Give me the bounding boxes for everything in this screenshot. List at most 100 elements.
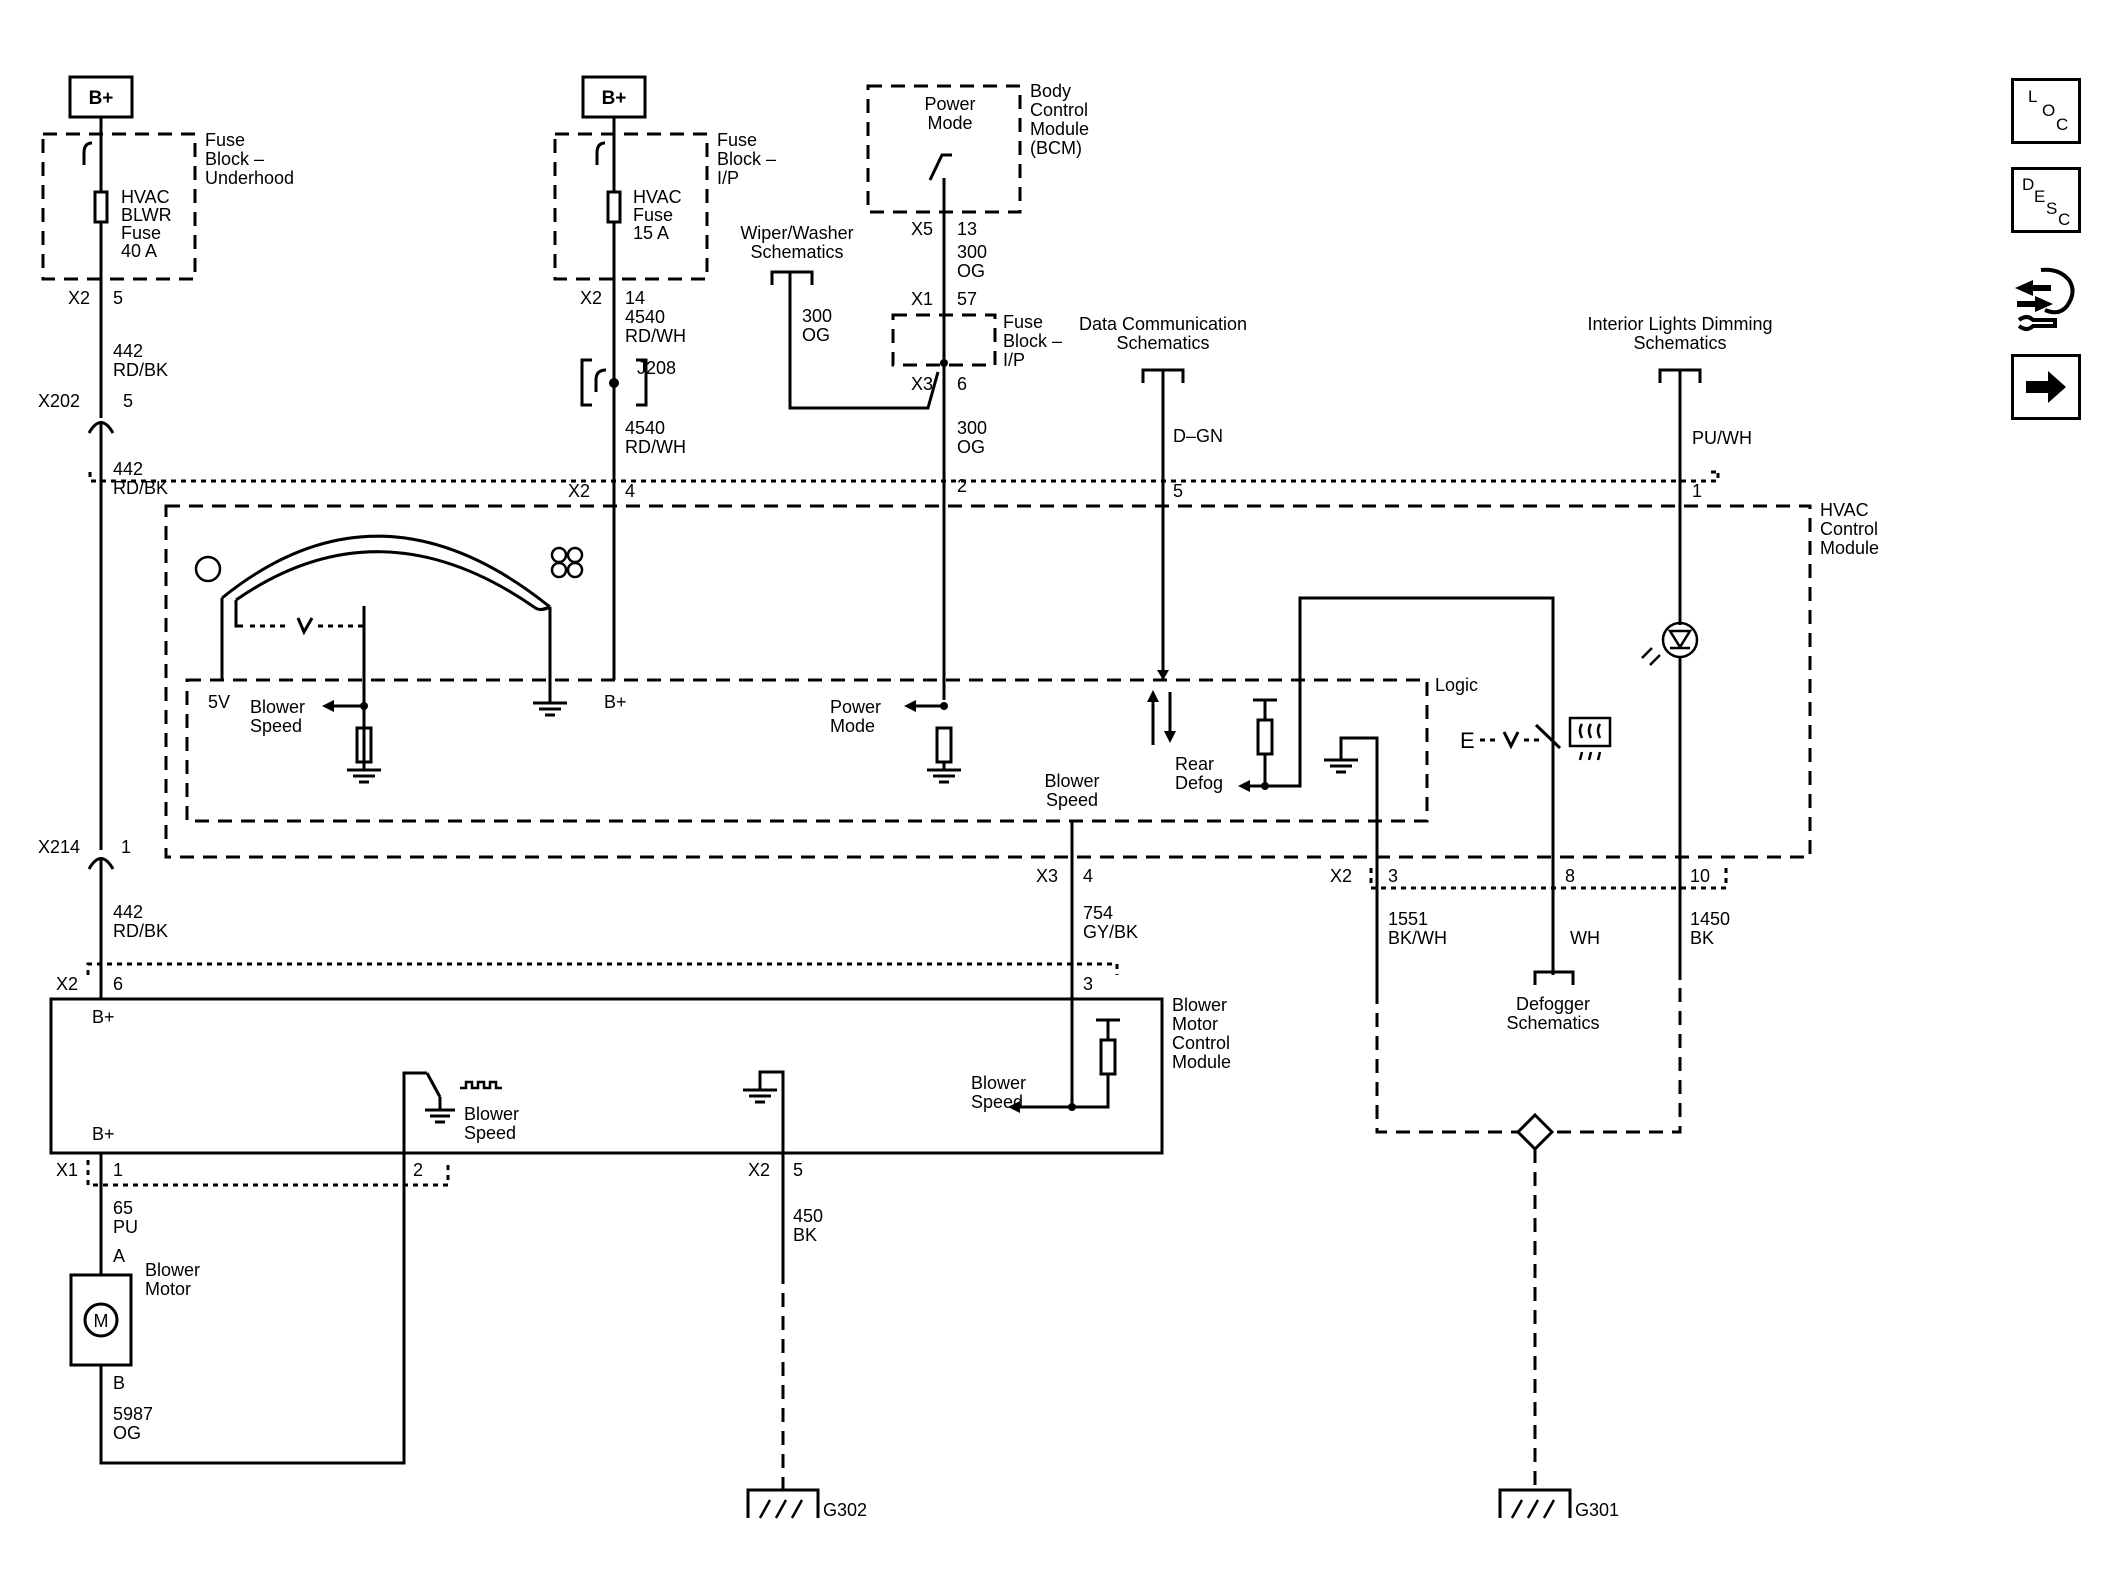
pin-hvac-2: 2	[957, 476, 967, 496]
svg-text:40 A: 40 A	[121, 241, 157, 261]
defog-relay-switch: E	[1460, 723, 1562, 760]
fuse-block-underhood-outline	[41, 132, 197, 281]
svg-text:Rear: Rear	[1175, 754, 1214, 774]
hvac-fuse-15a: HVAC Fuse 15 A	[595, 140, 682, 680]
svg-text:Blower: Blower	[1172, 995, 1227, 1015]
rear-defrost-icon	[1568, 716, 1612, 761]
hvac-5v-label: 5V	[208, 692, 230, 712]
svg-text:Fuse: Fuse	[717, 130, 757, 150]
svg-text:Motor: Motor	[145, 1279, 191, 1299]
pin-hvac-4: 4	[625, 481, 635, 501]
svg-text:M: M	[94, 1311, 109, 1331]
svg-text:OG: OG	[957, 261, 985, 281]
bmcm-x2-connector	[86, 962, 1119, 975]
svg-text:Module: Module	[1172, 1052, 1231, 1072]
fuse-block-ip-outline	[553, 132, 709, 281]
fuse-block-ip-2-label: Fuse Block – I/P	[1003, 312, 1062, 370]
bmcm-blower-speed-input: Blower Speed	[971, 1018, 1120, 1113]
conn-x1-57: X1	[911, 289, 933, 309]
svg-text:I/P: I/P	[1003, 350, 1025, 370]
svg-text:BLWR: BLWR	[121, 205, 172, 225]
svg-text:Interior Lights Dimming: Interior Lights Dimming	[1587, 314, 1772, 334]
svg-text:Control: Control	[1820, 519, 1878, 539]
pin-57: 57	[957, 289, 977, 309]
svg-text:(BCM): (BCM)	[1030, 138, 1082, 158]
svg-text:Control: Control	[1030, 100, 1088, 120]
wire-1551: 1551 BK/WH	[1388, 909, 1447, 948]
svg-text:RD/BK: RD/BK	[113, 360, 168, 380]
wire-300-a: 300 OG	[957, 242, 987, 281]
svg-text:4540: 4540	[625, 418, 665, 438]
svg-text:3: 3	[1388, 866, 1398, 886]
svg-text:Mode: Mode	[927, 113, 972, 133]
svg-text:Blower: Blower	[250, 697, 305, 717]
g302-ground-path: 450 BK G302	[746, 1153, 867, 1520]
svg-text:442: 442	[113, 459, 143, 479]
pin-6: 6	[957, 374, 967, 394]
dimming-led-icon	[1641, 621, 1699, 980]
svg-text:300: 300	[957, 418, 987, 438]
svg-text:G301: G301	[1575, 1500, 1619, 1520]
svg-text:Defogger: Defogger	[1516, 994, 1590, 1014]
svg-text:Blower: Blower	[145, 1260, 200, 1280]
svg-text:Blower: Blower	[1044, 771, 1099, 791]
svg-text:B+: B+	[89, 88, 114, 109]
pin-ground-5: 5	[793, 1160, 803, 1180]
description-button[interactable]: D E S C	[2011, 167, 2081, 233]
wire-1450: 1450 BK	[1690, 909, 1730, 948]
bmcm-ground	[743, 1070, 785, 1153]
svg-text:J208: J208	[637, 358, 676, 378]
pin-13: 13	[957, 219, 977, 239]
svg-text:5: 5	[123, 391, 133, 411]
fuse-block-ip-2-outline	[891, 313, 997, 367]
svg-text:Fuse: Fuse	[1003, 312, 1043, 332]
wire-300-b: 300 OG	[802, 306, 832, 345]
hvac-bplus-label: B+	[604, 692, 627, 712]
blower-motor-control-module-outline	[49, 997, 1164, 1155]
svg-text:X214: X214	[38, 837, 80, 857]
svg-text:Module: Module	[1820, 538, 1879, 558]
pin-bmcm-6: 6	[113, 974, 123, 994]
pin-hvac-5: 5	[1173, 481, 1183, 501]
svg-text:B+: B+	[602, 88, 627, 109]
conn-x1-bmcm: X1	[56, 1160, 78, 1180]
pin-bmcm-1: 1	[113, 1160, 123, 1180]
conn-x2-ip: X2	[580, 288, 602, 308]
svg-text:4540: 4540	[625, 307, 665, 327]
svg-text:Control: Control	[1172, 1033, 1230, 1053]
pin-bmcm-2: 2	[413, 1160, 423, 1180]
location-button[interactable]: L O C	[2011, 78, 2081, 144]
bcm-label: Body Control Module (BCM)	[1030, 81, 1089, 158]
blower-motor: M Blower Motor	[69, 1260, 200, 1367]
svg-text:65: 65	[113, 1198, 133, 1218]
svg-text:Schematics: Schematics	[1116, 333, 1209, 353]
svg-text:HVAC: HVAC	[1820, 500, 1869, 520]
svg-text:HVAC: HVAC	[633, 187, 682, 207]
svg-text:Mode: Mode	[830, 716, 875, 736]
svg-text:Block –: Block –	[717, 149, 776, 169]
connector-x214: X214 1	[38, 837, 131, 1000]
svg-text:X202: X202	[38, 391, 80, 411]
next-page-button[interactable]	[2011, 354, 2081, 420]
svg-text:BK/WH: BK/WH	[1388, 928, 1447, 948]
motor-pin-a: A	[113, 1246, 125, 1266]
hvac-ground-1	[533, 701, 567, 717]
svg-text:Defog: Defog	[1175, 773, 1223, 793]
svg-text:G302: G302	[823, 1500, 867, 1520]
hvac-x2-lower-connector: X2 3 8 10	[1330, 866, 1728, 890]
svg-text:Fuse: Fuse	[633, 205, 673, 225]
svg-text:Wiper/Washer: Wiper/Washer	[740, 223, 853, 243]
svg-text:8: 8	[1565, 866, 1575, 886]
svg-text:Blower: Blower	[464, 1104, 519, 1124]
svg-text:Speed: Speed	[250, 716, 302, 736]
svg-text:10: 10	[1690, 866, 1710, 886]
svg-text:E: E	[1460, 728, 1475, 753]
svg-text:300: 300	[957, 242, 987, 262]
hvac-logic-label: Logic	[1435, 675, 1478, 695]
wire-4540-a: 4540 RD/WH	[625, 307, 686, 346]
bmcm-bplus-bottom: B+	[92, 1124, 115, 1144]
motor-pin-b: B	[113, 1373, 125, 1393]
svg-text:RD/BK: RD/BK	[113, 921, 168, 941]
hvac-rear-defog-input: Rear Defog	[1175, 596, 1555, 855]
connector-end-view-icon[interactable]	[2011, 258, 2081, 338]
